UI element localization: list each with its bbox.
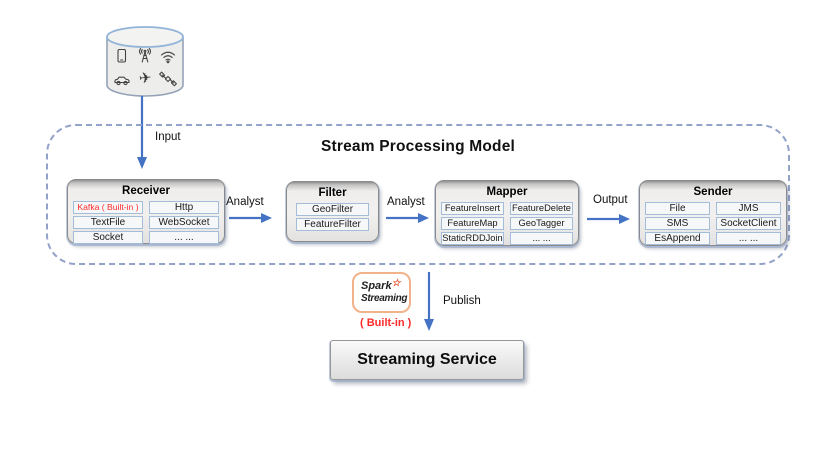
smartphone-icon xyxy=(117,48,126,63)
analyst-label-2: Analyst xyxy=(387,196,425,208)
spark-streaming-logo: Spark☆ Streaming xyxy=(352,272,411,313)
spark-builtin-label: ( Built-in ) xyxy=(360,317,412,329)
receiver-title: Receiver xyxy=(122,185,170,197)
publish-arrow xyxy=(424,272,434,331)
spark-logo-line2: Streaming xyxy=(361,293,408,304)
mapper-item-featuredelete: FeatureDelete xyxy=(510,202,573,215)
output-label: Output xyxy=(593,194,628,206)
data-source-cylinder: ✈ xyxy=(101,24,189,102)
receiver-item-socket: Socket xyxy=(73,231,143,244)
mapper-item-geotagger: GeoTagger xyxy=(510,217,573,230)
mapper-title: Mapper xyxy=(486,186,528,198)
mapper-node: Mapper FeatureInsert FeatureMap StaticRD… xyxy=(435,180,579,246)
filter-node: Filter GeoFilter FeatureFilter xyxy=(286,181,379,242)
sender-node: Sender File SMS EsAppend JMS SocketClien… xyxy=(639,180,787,246)
satellite-icon xyxy=(159,71,178,86)
mapper-item-featuremap: FeatureMap xyxy=(441,217,504,230)
stream-processing-boundary: Stream Processing Model xyxy=(46,124,790,265)
source-icon-grid: ✈ xyxy=(110,44,180,90)
streaming-service-box: Streaming Service xyxy=(330,340,524,380)
spark-star-icon: ☆ xyxy=(391,278,401,289)
receiver-item-kafka: Kafka ( Built-in ) xyxy=(73,201,143,214)
receiver-item-more: ... ... xyxy=(149,231,219,244)
receiver-item-textfile: TextFile xyxy=(73,216,143,229)
stream-processing-title: Stream Processing Model xyxy=(320,138,516,155)
analyst-arrow-2 xyxy=(386,213,429,223)
receiver-node: Receiver Kafka ( Built-in ) TextFile Soc… xyxy=(67,179,225,244)
sender-title: Sender xyxy=(693,186,733,198)
sender-item-file: File xyxy=(645,202,710,215)
filter-title: Filter xyxy=(318,187,347,199)
car-icon xyxy=(114,76,130,85)
streaming-service-label: Streaming Service xyxy=(357,351,497,368)
sender-item-sms: SMS xyxy=(645,217,710,230)
receiver-item-http: Http xyxy=(149,201,219,214)
mapper-item-staticrddjoin: StaticRDDJoin xyxy=(441,232,504,245)
filter-item-featurefilter: FeatureFilter xyxy=(296,218,369,231)
cell-tower-icon xyxy=(138,47,152,63)
spark-logo-line1: Spark xyxy=(361,280,392,292)
airplane-icon: ✈ xyxy=(137,68,153,88)
input-arrow xyxy=(137,96,147,169)
output-arrow xyxy=(587,214,630,224)
publish-label: Publish xyxy=(443,295,481,307)
analyst-arrow-1 xyxy=(229,213,272,223)
wifi-icon xyxy=(161,51,176,63)
analyst-label-1: Analyst xyxy=(226,196,264,208)
input-label: Input xyxy=(155,131,181,143)
receiver-item-websocket: WebSocket xyxy=(149,216,219,229)
sender-item-jms: JMS xyxy=(716,202,781,215)
sender-item-more: ... ... xyxy=(716,232,781,245)
sender-item-esappend: EsAppend xyxy=(645,232,710,245)
filter-item-geofilter: GeoFilter xyxy=(296,203,369,216)
sender-item-socketclient: SocketClient xyxy=(716,217,781,230)
mapper-item-featureinsert: FeatureInsert xyxy=(441,202,504,215)
mapper-item-more: ... ... xyxy=(510,232,573,245)
